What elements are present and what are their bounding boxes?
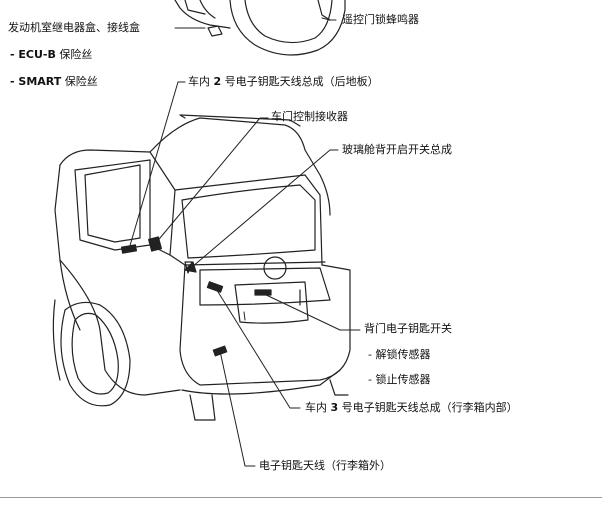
label-smart-fuse-prefix: - SMART <box>10 75 62 88</box>
label-interior-antenna-3-num: 3 <box>330 401 339 414</box>
label-interior-antenna-2-suffix: 号电子钥匙天线总成（后地板） <box>224 75 379 88</box>
label-smart-fuse: - SMART 保险丝 <box>10 75 98 89</box>
label-interior-antenna-2-prefix: 车内 <box>188 75 210 88</box>
label-unlock-sensor: - 解锁传感器 <box>368 348 431 361</box>
label-remote-lock-buzzer: 遥控门锁蜂鸣器 <box>342 13 419 26</box>
label-ecu-b-fuse: - ECU-B 保险丝 <box>10 48 92 62</box>
label-interior-antenna-3-prefix: 车内 <box>305 401 327 414</box>
leader-lines <box>128 17 361 467</box>
bottom-divider <box>0 497 602 498</box>
component-markers <box>120 236 272 357</box>
label-exterior-antenna: 电子钥匙天线（行李箱外） <box>259 459 391 472</box>
label-interior-antenna-2-num: 2 <box>213 75 222 88</box>
label-door-control-receiver: 车门控制接收器 <box>271 110 348 123</box>
rear-wheel <box>52 299 131 407</box>
label-engine-room-box: 发动机室继电器盒、接线盒 <box>8 21 140 34</box>
label-ecu-b-fuse-prefix: - ECU-B <box>10 48 56 61</box>
front-vehicle-partial <box>174 0 346 56</box>
rear-vehicle-body <box>54 114 351 421</box>
label-back-door-key-switch: 背门电子钥匙开关 <box>364 322 452 335</box>
label-interior-antenna-3: 车内 3 号电子钥匙天线总成（行李箱内部） <box>305 401 518 415</box>
label-interior-antenna-3-suffix: 号电子钥匙天线总成（行李箱内部） <box>341 401 518 414</box>
label-ecu-b-fuse-suffix: 保险丝 <box>59 48 93 61</box>
label-smart-fuse-suffix: 保险丝 <box>64 75 98 88</box>
label-glass-hatch-opener-switch: 玻璃舱背开启开关总成 <box>342 143 452 156</box>
label-lock-sensor: - 锁止传感器 <box>368 373 431 386</box>
label-interior-antenna-2: 车内 2 号电子钥匙天线总成（后地板） <box>188 75 379 89</box>
